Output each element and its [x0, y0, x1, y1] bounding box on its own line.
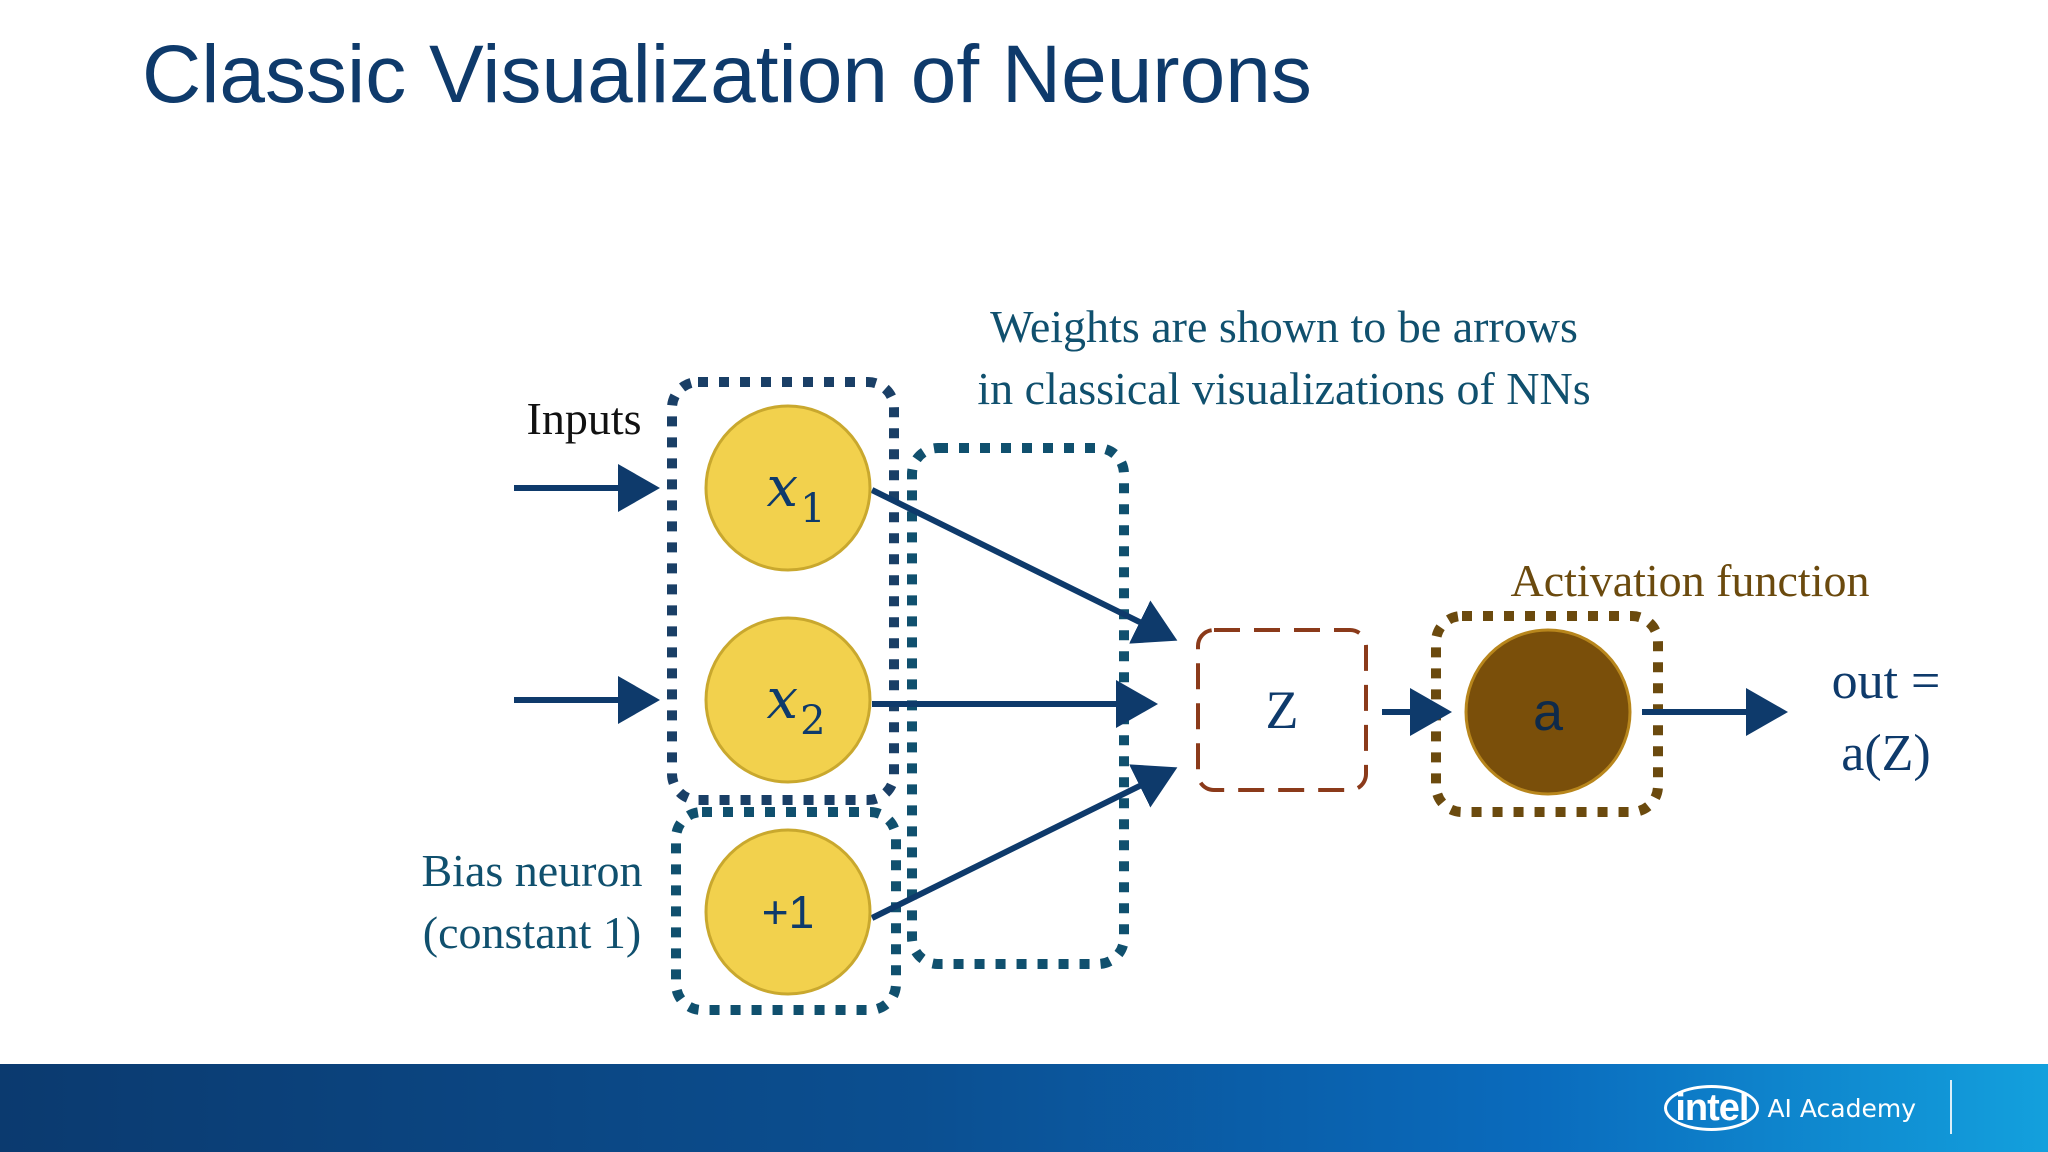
- neuron-x1: [704, 404, 872, 572]
- neuron-bias-label: +1: [762, 886, 814, 938]
- weight-arrow-x1: [870, 487, 1178, 644]
- brand: intel AI Academy: [1664, 1084, 1916, 1132]
- weights-caption-line2: in classical visualizations of NNs: [977, 363, 1590, 414]
- brand-divider: [1950, 1080, 1952, 1134]
- weights-caption-line1: Weights are shown to be arrows: [990, 301, 1578, 352]
- bias-label-line1: Bias neuron: [421, 845, 642, 896]
- footer-bar: intel AI Academy: [0, 1064, 2048, 1152]
- bias-label-line2: (constant 1): [423, 907, 641, 958]
- neuron-x1-label: x1: [766, 455, 825, 532]
- activation-neuron: [1464, 628, 1632, 796]
- activation-neuron-label: a: [1533, 682, 1564, 742]
- weight-arrow-bias: [870, 764, 1178, 921]
- z-box: [1196, 628, 1368, 792]
- inputs-label: Inputs: [527, 393, 642, 444]
- neuron-bias: [704, 828, 872, 996]
- slide-title: Classic Visualization of Neurons: [142, 29, 1312, 120]
- brand-text: AI Academy: [1767, 1093, 1916, 1123]
- activation-caption: Activation function: [1511, 555, 1870, 606]
- intel-logo-icon: intel: [1664, 1085, 1760, 1131]
- neuron-x2-label: x2: [766, 667, 825, 744]
- neuron-x2: [704, 616, 872, 784]
- output-label-line1: out =: [1832, 653, 1941, 710]
- input-group-box: [667, 377, 899, 805]
- output-label-line2: a(Z): [1841, 725, 1930, 782]
- z-label: Z: [1266, 680, 1299, 740]
- bias-group-box: [671, 807, 901, 1015]
